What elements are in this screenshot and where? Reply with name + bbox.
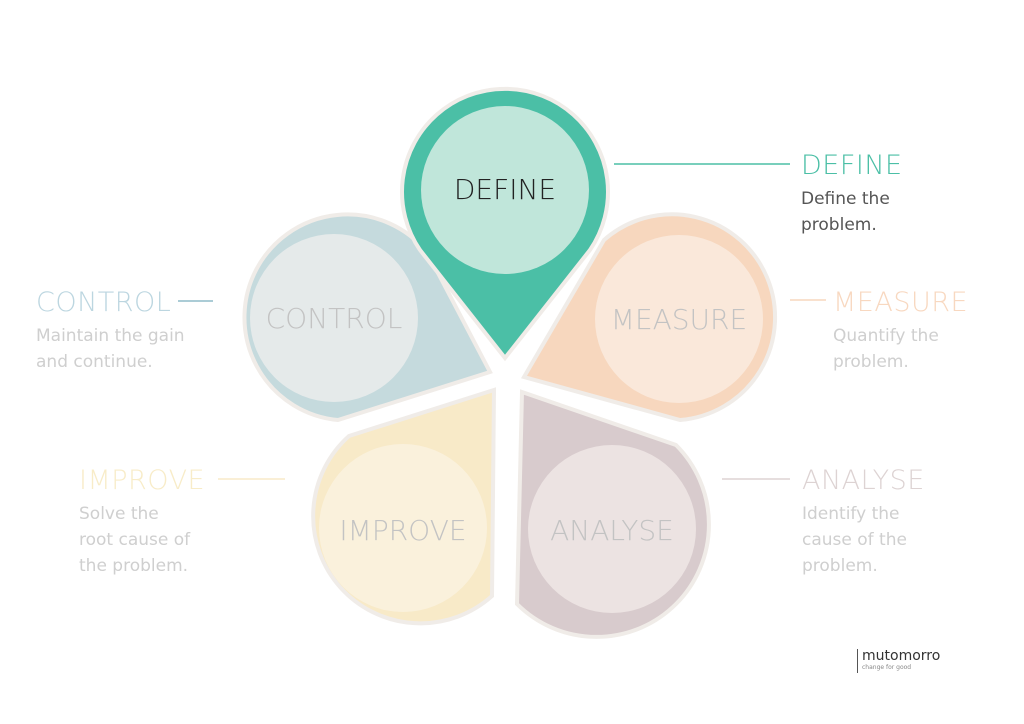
petal-measure-label: MEASURE bbox=[611, 303, 747, 336]
side-text-analyse: ANALYSE Identify the cause of the proble… bbox=[802, 465, 925, 579]
petal-define-inner bbox=[421, 106, 589, 274]
side-improve-heading: IMPROVE bbox=[79, 465, 206, 496]
petal-improve: IMPROVE bbox=[311, 387, 497, 626]
petal-control-inner bbox=[250, 234, 418, 402]
side-define-description: Define the problem. bbox=[801, 186, 903, 238]
side-analyse-description: Identify the cause of the problem. bbox=[802, 501, 925, 579]
side-measure-line: Quantify the bbox=[833, 326, 939, 346]
brand-name: mutomorro bbox=[862, 648, 941, 664]
side-measure-description: Quantify the problem. bbox=[833, 323, 968, 375]
side-analyse-line: Identify the bbox=[802, 504, 900, 524]
side-text-control: CONTROL Maintain the gain and continue. bbox=[36, 287, 185, 375]
side-control-line: and continue. bbox=[36, 352, 153, 372]
petal-define: DEFINE bbox=[400, 86, 610, 362]
side-text-define: DEFINE Define the problem. bbox=[801, 150, 903, 238]
side-analyse-heading: ANALYSE bbox=[802, 465, 925, 496]
side-analyse-line: problem. bbox=[802, 556, 878, 576]
side-improve-line: root cause of bbox=[79, 530, 191, 550]
petal-measure-inner bbox=[595, 235, 763, 403]
petal-measure: MEASURE bbox=[520, 212, 777, 423]
petal-analyse-label: ANALYSE bbox=[550, 514, 674, 547]
side-control-heading: CONTROL bbox=[36, 287, 172, 318]
brand-logo: mutomorro change for good bbox=[857, 649, 940, 673]
petal-control-label: CONTROL bbox=[266, 302, 403, 335]
side-control-description: Maintain the gain and continue. bbox=[36, 323, 185, 375]
side-improve-line: Solve the bbox=[79, 504, 159, 524]
side-define-heading: DEFINE bbox=[801, 150, 903, 181]
side-improve-description: Solve the root cause of the problem. bbox=[79, 501, 205, 579]
side-measure-line: problem. bbox=[833, 352, 909, 372]
petal-define-label: DEFINE bbox=[454, 173, 556, 206]
petal-improve-inner bbox=[319, 444, 487, 612]
petal-control: CONTROL bbox=[242, 212, 493, 423]
side-measure-heading: MEASURE bbox=[833, 287, 969, 318]
petal-analyse: ANALYSE bbox=[514, 389, 711, 639]
side-define-line: Define the bbox=[801, 189, 890, 209]
petal-analyse-inner bbox=[528, 445, 696, 613]
side-analyse-line: cause of the bbox=[802, 530, 907, 550]
side-improve-line: the problem. bbox=[79, 556, 189, 576]
side-define-line: problem. bbox=[801, 215, 877, 235]
brand-tagline: change for good bbox=[862, 664, 912, 671]
petal-improve-label: IMPROVE bbox=[339, 514, 466, 547]
side-text-measure: MEASURE Quantify the problem. bbox=[833, 287, 968, 375]
side-control-line: Maintain the gain bbox=[36, 326, 185, 346]
side-text-improve: IMPROVE Solve the root cause of the prob… bbox=[79, 465, 205, 579]
